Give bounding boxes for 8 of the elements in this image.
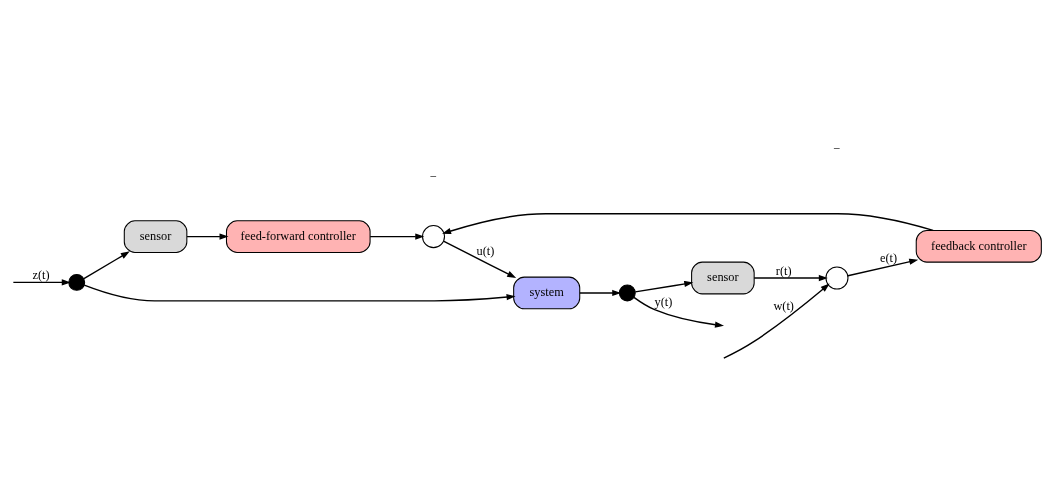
edge-label: y(t): [654, 294, 673, 309]
edge-label: e(t): [879, 250, 898, 265]
label: −: [833, 141, 841, 156]
edge-label: w(t): [773, 298, 794, 313]
edge-label: r(t): [775, 263, 792, 278]
label: −: [430, 169, 437, 184]
edge-label: u(t): [476, 243, 495, 258]
edge-label: z(t): [32, 267, 50, 282]
